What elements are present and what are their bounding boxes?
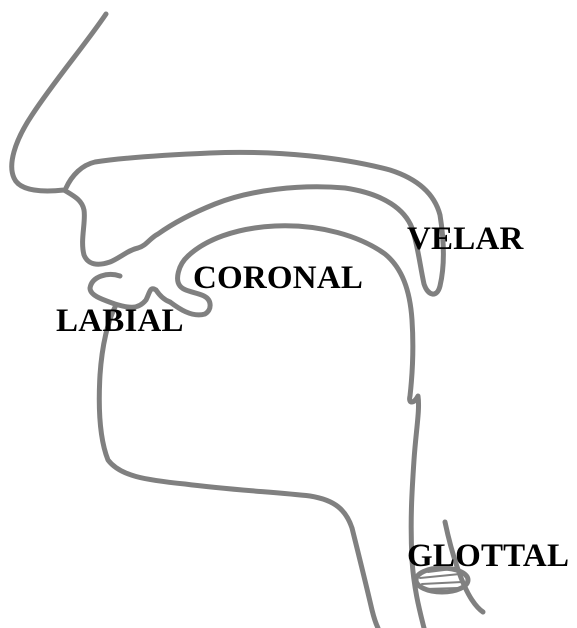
coronal-label: CORONAL xyxy=(193,262,363,295)
glottal-label: GLOTTAL xyxy=(407,540,569,573)
tongue-and-throat-outline xyxy=(99,305,378,628)
labial-label: LABIAL xyxy=(56,305,184,338)
velar-label: VELAR xyxy=(407,223,524,256)
